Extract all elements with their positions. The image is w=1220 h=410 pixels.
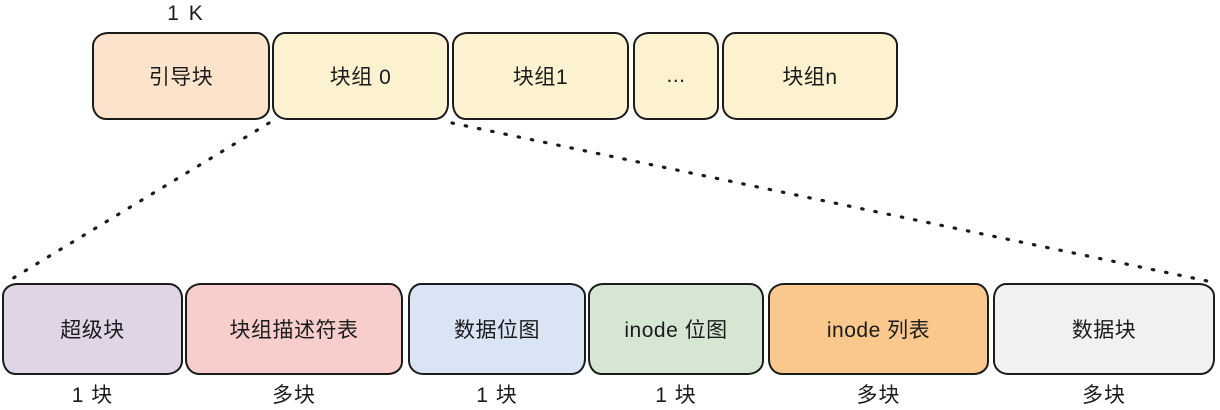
group-descriptor-table-label: 块组描述符表 [229,319,359,342]
super-block-label: 超级块 [60,319,125,342]
boot-block-label: 引导块 [148,66,214,89]
group-descriptor-table-count: 多块 [272,384,316,407]
group-descriptor-table-box: 块组描述符表 [185,283,403,375]
block-group-ellipsis-box: ... [633,32,719,120]
super-block-box: 超级块 [2,283,183,375]
block-group-n-label: 块组n [782,66,838,89]
data-block-box: 数据块 [993,283,1215,375]
data-bitmap-count: 1 块 [476,384,518,407]
data-block-label: 数据块 [1071,319,1137,342]
inode-list-count: 多块 [856,384,901,407]
block-group-n-box: 块组n [722,32,898,120]
inode-bitmap-label: inode 位图 [624,319,728,342]
data-block-count: 多块 [1082,384,1126,407]
super-block-count: 1 块 [71,384,114,407]
dotted-line-right [450,121,1214,284]
block-group-1-box: 块组1 [452,32,629,120]
dotted-line-left [8,121,271,282]
block-group-0-box: 块组 0 [272,32,449,120]
boot-block-box: 引导块 [92,32,270,120]
block-group-ellipsis-label: ... [666,64,686,87]
inode-bitmap-box: inode 位图 [588,283,764,375]
block-group-1-label: 块组1 [512,66,569,89]
inode-list-box: inode 列表 [768,283,989,375]
inode-bitmap-count: 1 块 [655,384,697,407]
data-bitmap-box: 数据位图 [408,283,586,375]
boot-block-size-label: 1 K [167,2,205,25]
block-group-0-label: 块组 0 [329,66,392,89]
data-bitmap-label: 数据位图 [454,319,540,342]
inode-list-label: inode 列表 [826,319,931,342]
